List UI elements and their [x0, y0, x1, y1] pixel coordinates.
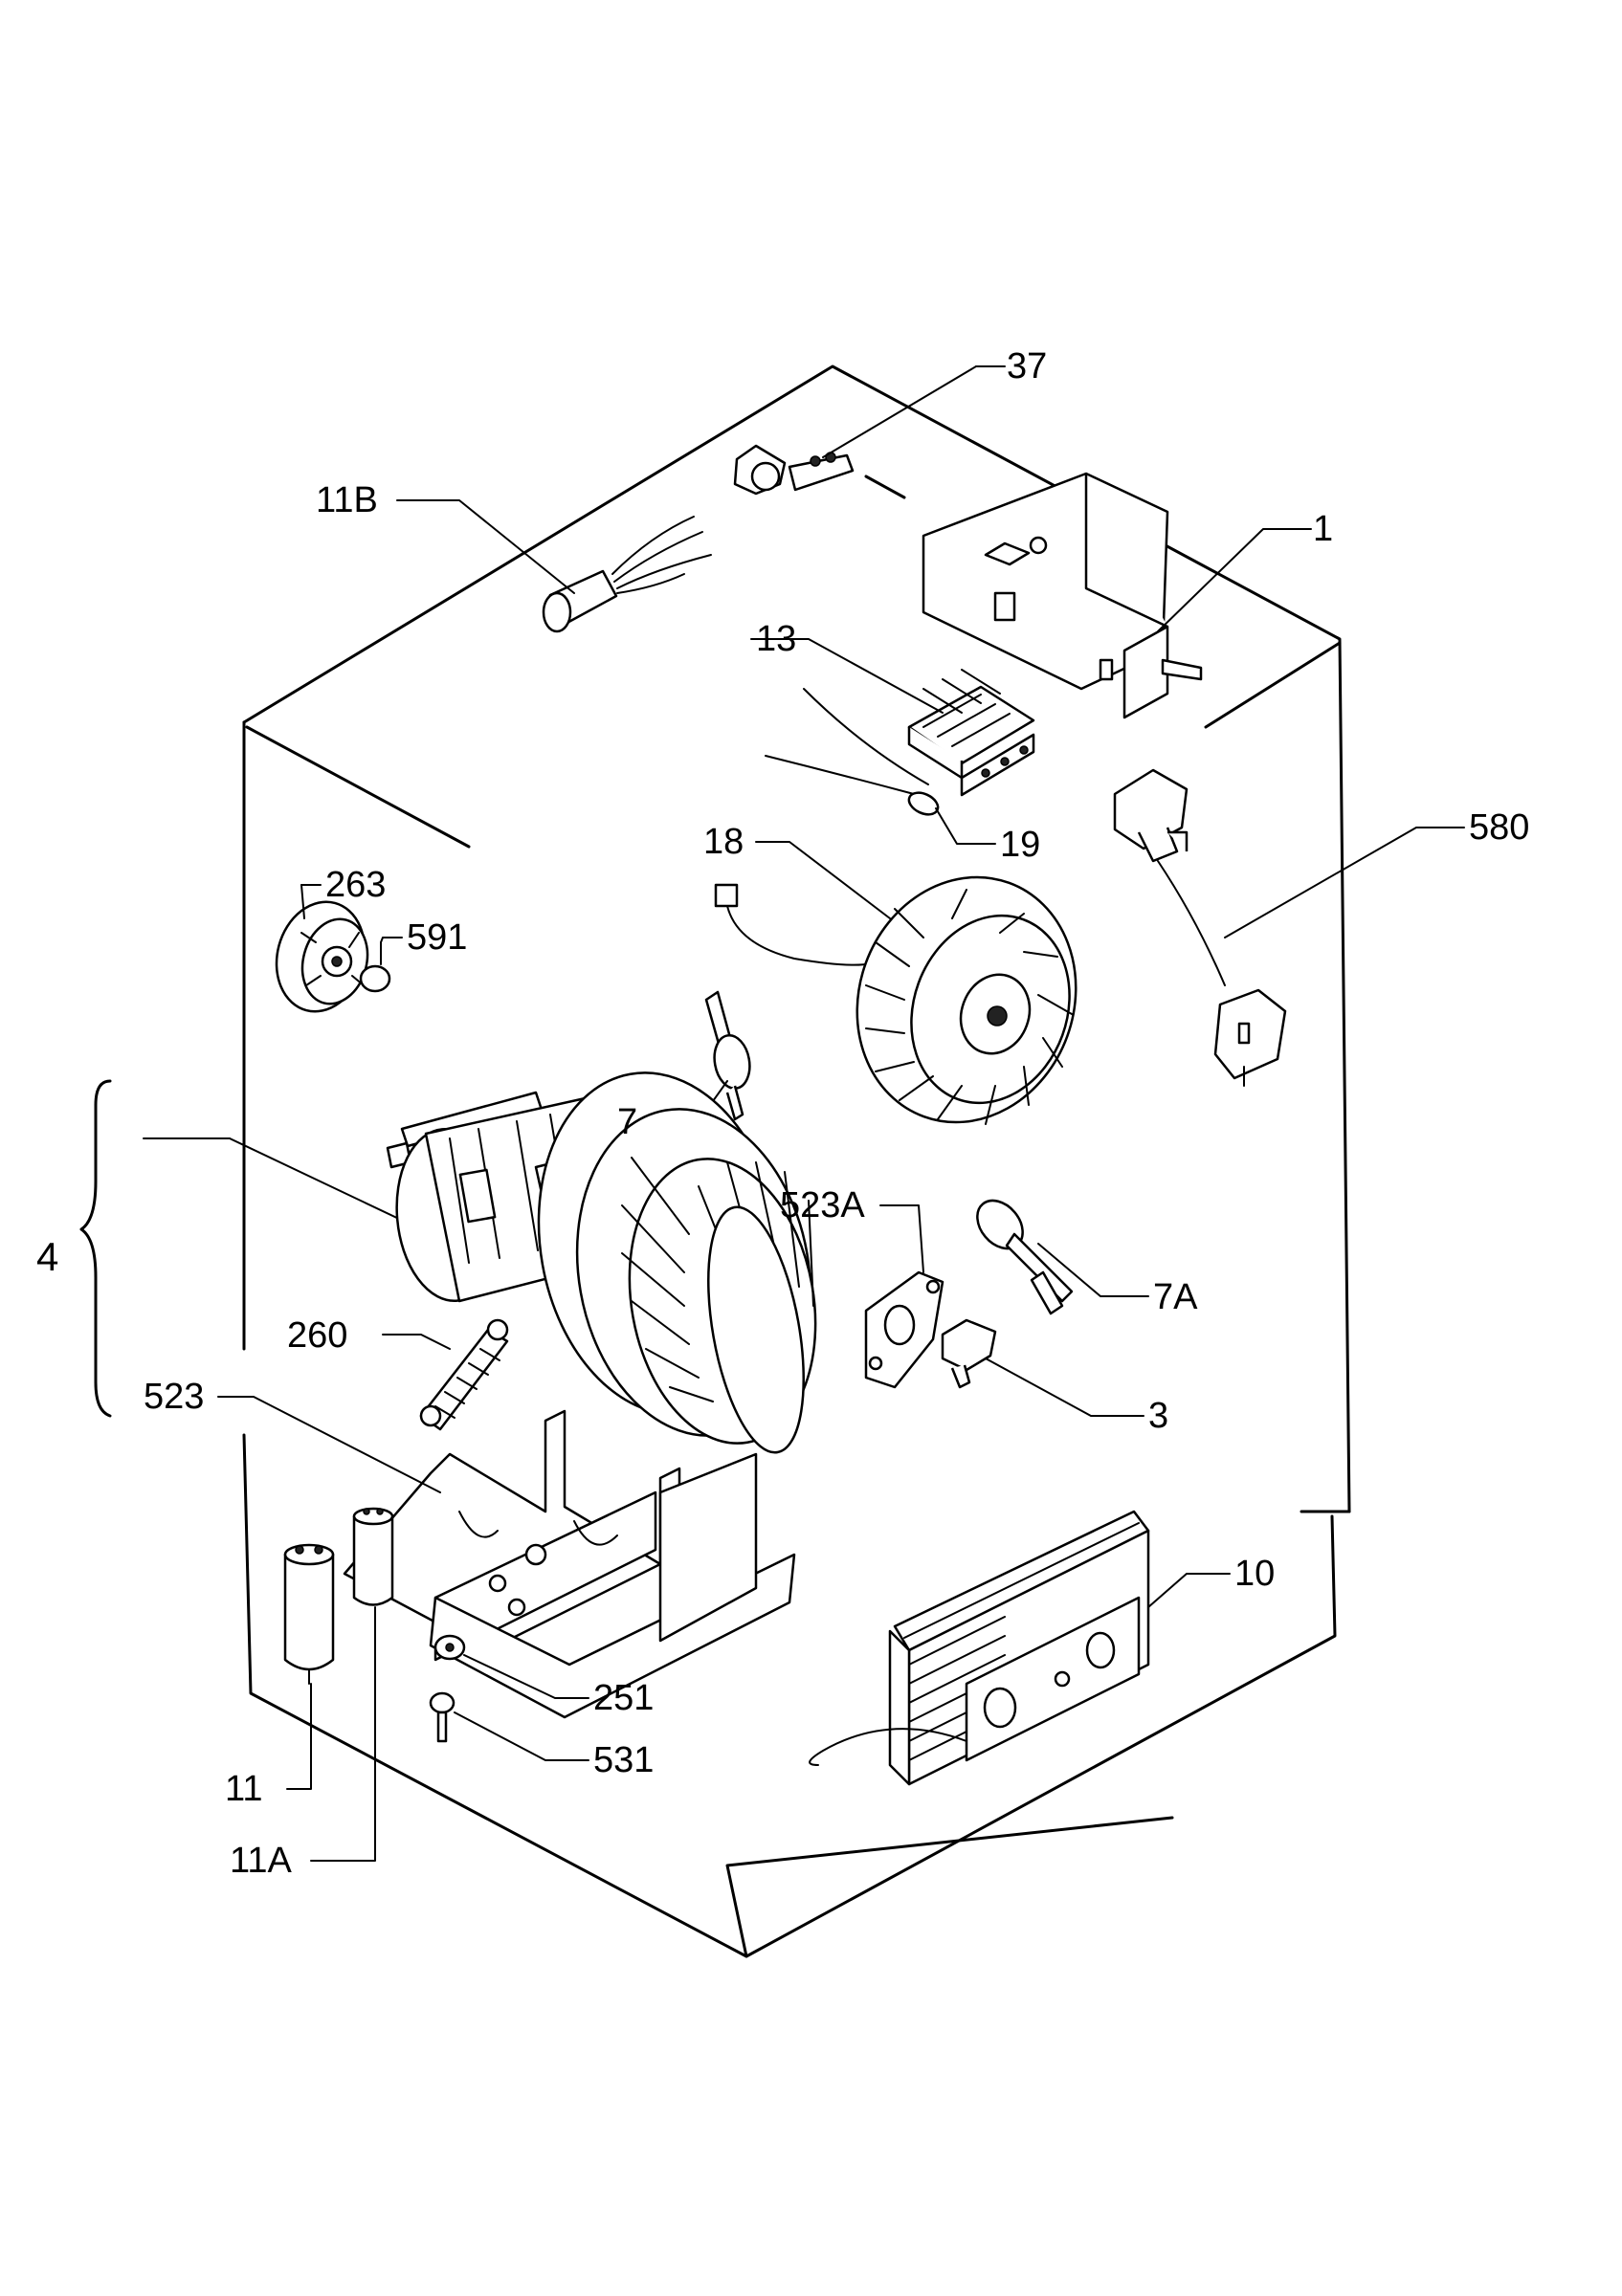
label-3: 3: [1148, 1396, 1168, 1436]
label-13: 13: [756, 619, 796, 659]
label-11a: 11A: [230, 1841, 292, 1881]
label-37: 37: [1007, 346, 1047, 386]
label-523a: 523A: [780, 1185, 865, 1225]
part-11-capacitor: [283, 1543, 335, 1790]
label-11b: 11B: [316, 480, 378, 520]
part-13-terminal-block: [750, 638, 1035, 797]
label-18: 18: [703, 822, 744, 862]
label-263: 263: [325, 865, 386, 905]
part-523-bracket: [217, 1396, 796, 1719]
label-10: 10: [1234, 1554, 1275, 1594]
part-19-fuse: [765, 688, 996, 845]
label-580: 580: [1469, 807, 1529, 848]
part-531-screw: [429, 1691, 589, 1761]
label-19: 19: [1000, 825, 1040, 865]
part-591-washer: [359, 937, 403, 993]
part-10-heater: [809, 1510, 1231, 1786]
part-580-thermostat: [1113, 768, 1465, 1087]
label-1: 1: [1313, 509, 1333, 549]
label-7: 7: [617, 1102, 637, 1142]
label-523: 523: [144, 1377, 204, 1417]
label-4: 4: [36, 1234, 58, 1279]
label-11: 11: [225, 1769, 262, 1809]
label-531: 531: [593, 1740, 654, 1780]
part-1-timer-box: [922, 472, 1312, 719]
part-3-switch: [941, 1318, 1144, 1417]
label-591: 591: [407, 917, 467, 958]
label-7a: 7A: [1153, 1277, 1198, 1317]
part-11b-capacitor: [396, 499, 712, 633]
part-523a-gasket: [864, 1204, 944, 1389]
label-260: 260: [287, 1315, 347, 1356]
part-260-spring: [382, 1318, 509, 1431]
part-263-pulley: [275, 884, 369, 1013]
part-4-motor-assembly: [79, 1071, 817, 1454]
part-18-fan-wheel: [714, 841, 1078, 1125]
part-37-clip: [733, 365, 1006, 496]
part-11a-capacitor: [310, 1507, 394, 1862]
part-251-nut: [433, 1634, 589, 1699]
part-labels: 37 11B 1 13 19 18 580 263 591 7 4 523A 7…: [36, 346, 1529, 1881]
label-251: 251: [593, 1678, 654, 1718]
part-7a-sensor: [976, 1199, 1149, 1315]
